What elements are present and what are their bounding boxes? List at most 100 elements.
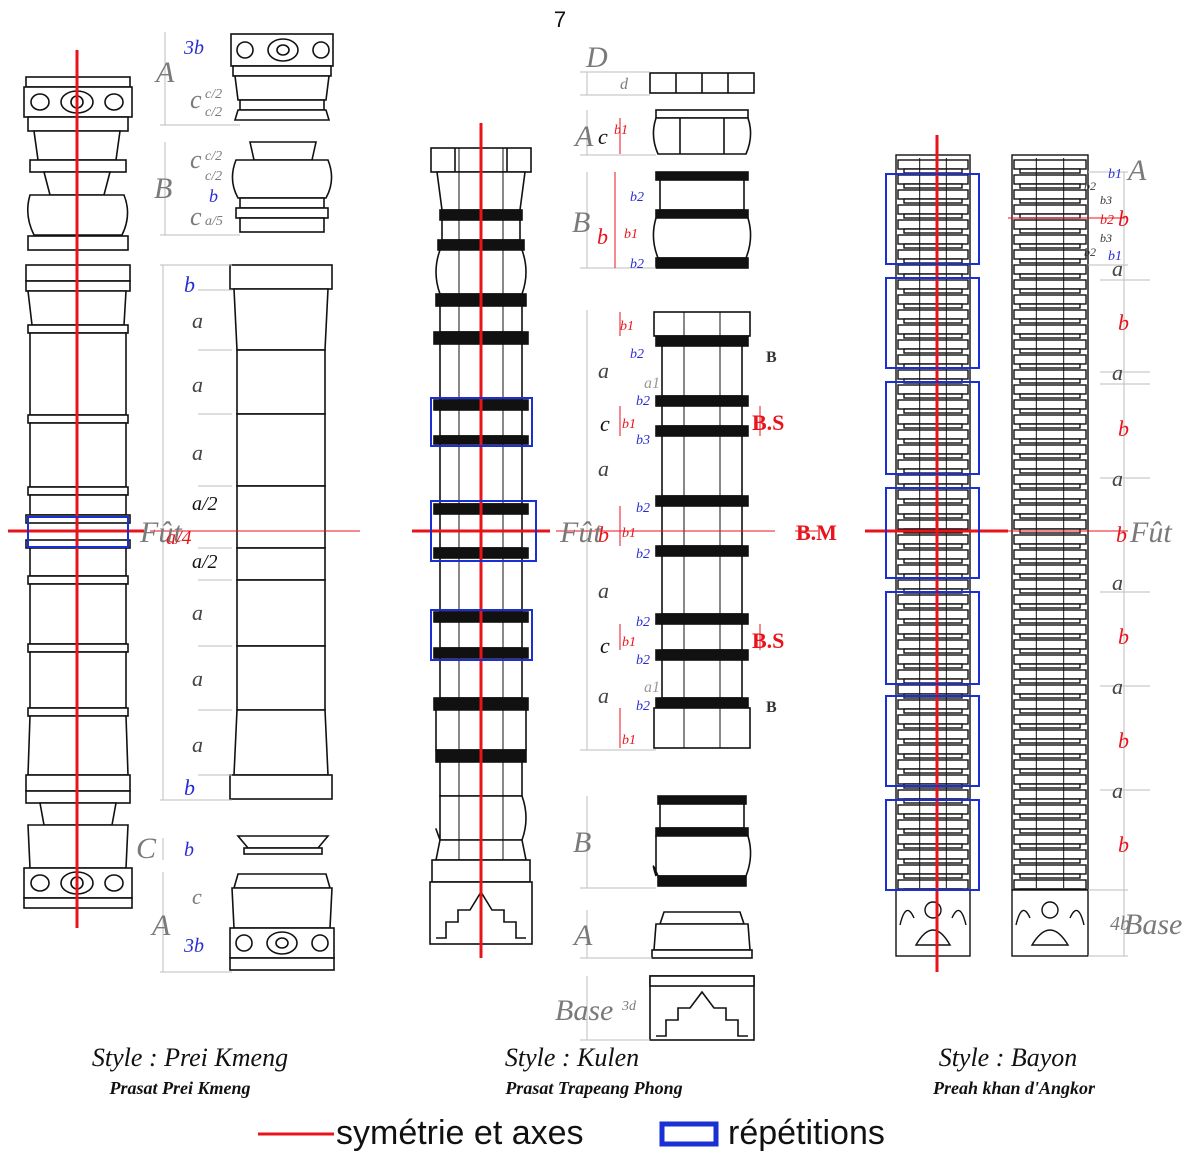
ku-fut-b1-3: b1 [622,526,636,541]
bayon-ring [1013,774,1087,785]
bayon-ring [897,804,969,815]
ku-fut-a-1: a [598,358,609,383]
bayon-ring-core [903,618,963,624]
kulen-detail-b-bottom [652,795,752,887]
bayon-ring [1013,669,1087,680]
bayon-ring [897,234,969,245]
by-label-b2-mid: b2 [1100,213,1114,228]
bayon-ring [1013,354,1087,365]
bayon-ring-core [903,303,963,309]
pk-label-fut-b-top: b [184,272,195,297]
bayon-ring-core [903,333,963,339]
prei-kmeng-style-title: Style : Prei Kmeng [92,1043,288,1072]
kulen-detail-fut [653,311,751,749]
prei-kmeng-repetition-box [27,516,129,548]
bayon-ring [1013,759,1087,770]
bayon-ring-core [1019,363,1081,369]
bayon-ring [897,594,969,605]
bayon-ring [897,504,969,515]
bayon-ring-core [1019,168,1081,174]
bayon-detail [1011,154,1089,957]
by-label-fut-b: b [1116,522,1127,547]
pk-label-b-section: B [154,172,172,205]
ku-fut-a-4: a [598,683,609,708]
pk-label-fut-a-5: a [192,666,203,691]
bayon-ring-core [1019,573,1081,579]
ku-label-base-3d: 3d [621,999,637,1014]
bayon-ring [897,789,969,800]
ku-label-b-top: B [572,206,590,239]
bayon-ring-core [1019,213,1081,219]
bayon-ring [1013,399,1087,410]
bayon-ring-core [903,423,963,429]
bayon-ring [1013,279,1087,290]
kulen-detail-base [649,975,755,1041]
bayon-ring [1013,819,1087,830]
bayon-ring-core [903,558,963,564]
kulen-repetition-box-1 [430,397,533,447]
by-fut-b-5: b [1118,832,1129,857]
ku-fut-c-2: c [600,633,610,658]
bayon-ring [897,219,969,230]
bayon-ring-core [903,663,963,669]
bayon-ring-core [1019,318,1081,324]
bayon-ring-core [1019,423,1081,429]
bayon-ring [897,879,969,890]
bayon-ring-core [1019,873,1081,879]
bayon-ring-core [903,723,963,729]
bayon-dimension-lines [1088,171,1150,957]
bayon-ring [1013,159,1087,170]
bayon-ring [897,759,969,770]
ku-label-fut-b: b [598,522,609,547]
kulen-detail-d [649,72,755,94]
bayon-ring-core [1019,768,1081,774]
bayon-ring [1013,429,1087,440]
by-label-b1-top: b1 [1108,167,1122,182]
bayon-ring-core [903,213,963,219]
prei-kmeng-detail-fut [229,264,333,800]
bayon-ring-core [1019,618,1081,624]
kulen-dimension-lines [580,71,656,1041]
pk-label-fut: Fût [139,516,182,549]
bayon-ring [897,699,969,710]
pk-label-fut-a-3: a [192,440,203,465]
bayon-ring-core [1019,258,1081,264]
bayon-ring-core [903,873,963,879]
bayon-ring [1013,459,1087,470]
bayon-ring-core [903,858,963,864]
bayon-ring-core [1019,708,1081,714]
bayon-ring [1013,804,1087,815]
ku-marker-b-top: B [766,349,777,366]
by-fut-a-1: a [1112,256,1123,281]
prei-kmeng-detail-b [231,141,333,233]
bayon-ring-core [1019,438,1081,444]
ku-fut-b1-5: b1 [622,733,636,748]
pk-label-b-b: b [209,186,218,206]
ku-fut-b2-5: b2 [636,615,650,630]
bayon-ring [1013,549,1087,560]
bayon-ring-core [1019,468,1081,474]
bayon-ring [897,444,969,455]
bayon-ring [1013,174,1087,185]
bayon-ring [1013,729,1087,740]
pk-label-c-b: b [184,839,194,861]
bayon-ring [1013,309,1087,320]
bayon-ring-core [903,708,963,714]
bayon-ring [897,249,969,260]
bayon-ring-core [1019,273,1081,279]
kulen-red-ticks [614,118,761,748]
bayon-ring [897,174,969,185]
bayon-ring-core [1019,243,1081,249]
prei-kmeng-detail-capital [230,33,334,121]
bayon-ring-core [903,498,963,504]
bayon-ring [1013,789,1087,800]
by-label-b3-top: b3 [1100,193,1112,207]
bayon-ring [897,609,969,620]
bayon-ring [897,744,969,755]
bayon-ring-core [1019,588,1081,594]
bayon-ring-core [1019,663,1081,669]
bayon-ring [897,489,969,500]
bayon-ring [897,324,969,335]
ku-fut-b1-2: b1 [622,417,636,432]
ku-fut-b2-1: b2 [630,347,644,362]
